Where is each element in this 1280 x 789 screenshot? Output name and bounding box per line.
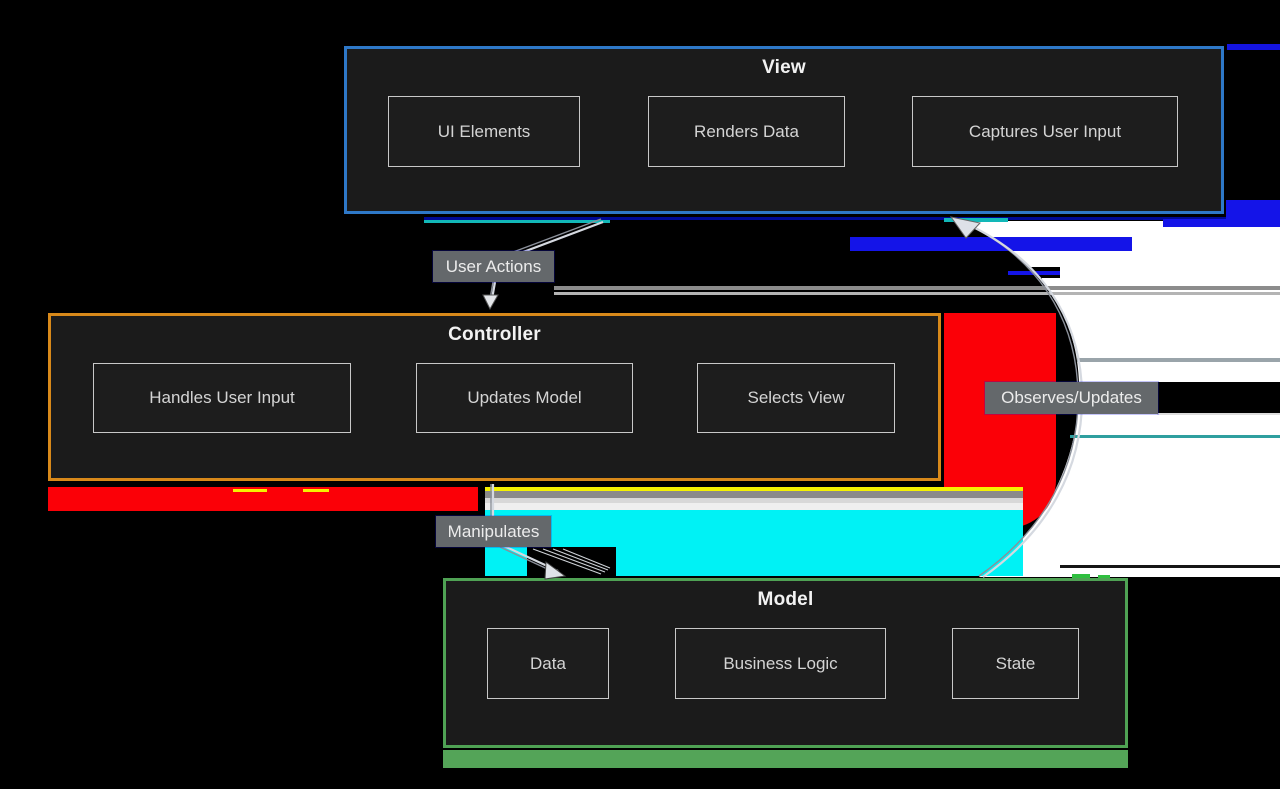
- container-controller: Controller Handles User Input Updates Mo…: [48, 313, 941, 481]
- node-data: Data: [487, 628, 609, 699]
- glitch-blue-band: [850, 237, 1132, 251]
- glitch-green-band: [443, 750, 1128, 768]
- glitch-yellow-dash-2: [303, 489, 329, 492]
- glitch-gray-band: [485, 491, 1023, 498]
- container-model: Model Data Business Logic State: [443, 578, 1128, 748]
- edge-label-user-actions: User Actions: [433, 251, 554, 282]
- glitch-gray-line-2: [554, 292, 1280, 295]
- glitch-yellow-line: [485, 487, 1023, 491]
- glitch-blue-band-right-1: [1226, 200, 1280, 219]
- glitch-black-wedge-a: [930, 251, 1010, 267]
- node-ui-elements: UI Elements: [388, 96, 580, 167]
- glitch-gray-line-right: [1077, 358, 1280, 362]
- node-renders-data: Renders Data: [648, 96, 845, 167]
- model-title: Model: [757, 589, 814, 610]
- glitch-gray-line-1: [554, 286, 1280, 290]
- edge-label-observes-updates: Observes/Updates: [985, 382, 1158, 414]
- container-view: View UI Elements Renders Data Captures U…: [344, 46, 1224, 214]
- node-state: State: [952, 628, 1079, 699]
- controller-title: Controller: [448, 324, 541, 345]
- glitch-lightgray-band: [485, 498, 1023, 503]
- glitch-dark-line-bottom-right: [1060, 565, 1280, 568]
- node-captures-user-input: Captures User Input: [912, 96, 1178, 167]
- node-handles-user-input: Handles User Input: [93, 363, 351, 433]
- glitch-teal-line: [424, 220, 610, 223]
- view-title: View: [762, 57, 806, 78]
- edge-label-manipulates: Manipulates: [436, 516, 551, 547]
- glitch-white-band: [485, 503, 1023, 510]
- node-updates-model: Updates Model: [416, 363, 633, 433]
- glitch-blue-segment: [1008, 271, 1060, 275]
- glitch-black-band-right: [1157, 382, 1280, 413]
- node-selects-view: Selects View: [697, 363, 895, 433]
- glitch-navy-line: [424, 217, 1280, 220]
- glitch-blue-band-right-2: [1163, 219, 1280, 227]
- glitch-teal-line-2: [944, 218, 1008, 222]
- glitch-blue-top-right: [1227, 44, 1280, 50]
- glitch-white-underline: [1157, 413, 1280, 415]
- glitch-black-notch: [527, 547, 616, 577]
- glitch-yellow-dash-1: [233, 489, 267, 492]
- glitch-green-dash-2: [1098, 575, 1110, 578]
- node-business-logic: Business Logic: [675, 628, 886, 699]
- glitch-teal-line-right: [1070, 435, 1280, 438]
